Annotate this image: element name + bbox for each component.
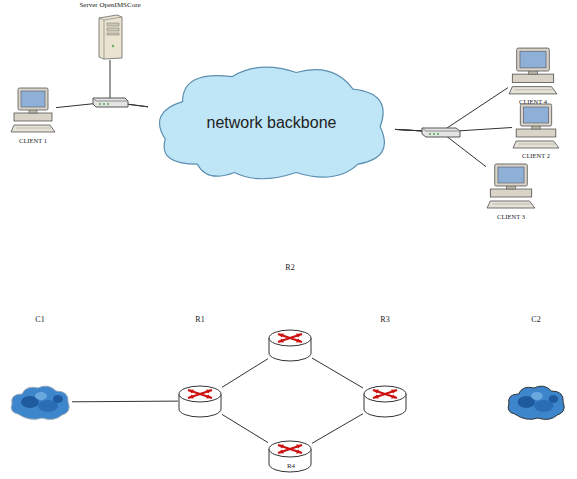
computer-icon — [512, 102, 560, 150]
router-label: R4 — [286, 463, 296, 470]
server-icon — [96, 14, 124, 60]
network-link — [222, 414, 268, 442]
client-node: CLIENT 1 — [10, 86, 56, 134]
node-label: CLIENT 3 — [497, 214, 525, 221]
node-label: CLIENT 1 — [19, 138, 47, 145]
node-label: Server OpenIMSCore — [79, 2, 140, 9]
router-node: R2 — [268, 327, 312, 363]
computer-icon — [486, 162, 536, 210]
client-node: CLIENT 2 — [512, 102, 560, 150]
node-label: CLIENT 2 — [522, 153, 550, 160]
client-node: CLIENT 4 — [508, 46, 558, 96]
network-link — [312, 358, 363, 388]
cloud-node: C2 — [505, 382, 567, 422]
router-node: R4 — [268, 438, 312, 474]
router-node: R3 — [363, 383, 407, 419]
router-label: R3 — [380, 316, 389, 324]
router-label: R2 — [285, 264, 294, 272]
network-link — [72, 401, 178, 403]
cloud-node: C1 — [8, 382, 72, 422]
server-node: Server OpenIMSCore — [96, 14, 124, 60]
network-cloud — [505, 382, 567, 422]
router-label: R1 — [195, 316, 204, 324]
router-node: R1 — [178, 383, 222, 419]
network-switch — [422, 128, 460, 137]
network-link — [312, 414, 363, 444]
router-icon — [363, 383, 407, 419]
network-cloud — [8, 382, 72, 422]
network-link — [222, 359, 268, 388]
network-link — [395, 88, 508, 132]
router-icon — [268, 327, 312, 363]
computer-icon — [508, 46, 558, 96]
label-holder: network backbone — [148, 60, 395, 185]
network-switch — [93, 98, 128, 107]
client-node: CLIENT 3 — [486, 162, 536, 210]
node-label: C2 — [531, 316, 540, 324]
cloud-node: network backbone — [148, 60, 395, 185]
node-label: C1 — [35, 316, 44, 324]
cloud-label: network backbone — [207, 114, 337, 132]
router-icon — [178, 383, 222, 419]
computer-icon — [10, 86, 56, 134]
